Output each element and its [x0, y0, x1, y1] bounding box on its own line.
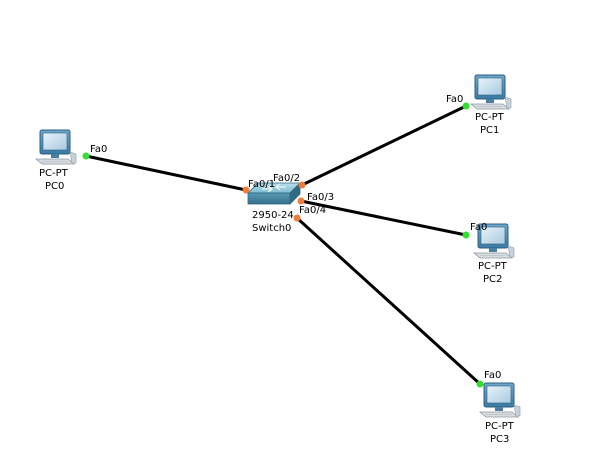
link-pc2-switch0[interactable] — [299, 199, 468, 237]
links — [84, 104, 482, 386]
pc0-model-label: PC-PT — [39, 168, 69, 179]
pc0-icon — [35, 129, 77, 165]
pc1-name-label: PC1 — [480, 125, 499, 136]
pc2-model-label: PC-PT — [478, 261, 508, 272]
pc3-name-label: PC3 — [490, 434, 509, 445]
port-label-switch0-fa0-3: Fa0/3 — [307, 192, 334, 203]
port-label-pc3-fa0: Fa0 — [484, 370, 501, 381]
device-pc2[interactable]: PC-PT PC2 — [473, 223, 515, 285]
device-pc1[interactable]: PC-PT PC1 — [470, 74, 512, 136]
port-status-switch0-fa0-3 — [297, 197, 305, 205]
port-label-pc0-fa0: Fa0 — [90, 144, 107, 155]
pc2-name-label: PC2 — [483, 274, 502, 285]
pc3-icon — [479, 382, 521, 418]
port-label-switch0-fa0-4: Fa0/4 — [299, 205, 326, 216]
port-status-pc3-fa0 — [476, 380, 484, 388]
port-label-switch0-fa0-1: Fa0/1 — [248, 179, 275, 190]
port-label-switch0-fa0-2: Fa0/2 — [273, 173, 300, 184]
port-status-dots — [82, 102, 484, 388]
pc1-model-label: PC-PT — [475, 112, 505, 123]
port-status-switch0-fa0-2 — [298, 181, 306, 189]
link-pc1-switch0[interactable] — [300, 104, 468, 187]
link-pc3-switch0[interactable] — [295, 216, 482, 386]
port-label-pc2-fa0: Fa0 — [470, 222, 487, 233]
pc0-name-label: PC0 — [45, 181, 64, 192]
device-switch0[interactable]: 2950-24 Switch0 — [247, 182, 301, 234]
switch0-model-label: 2950-24 — [252, 210, 294, 221]
port-label-pc1-fa0: Fa0 — [446, 94, 463, 105]
port-status-pc1-fa0 — [462, 102, 470, 110]
pc3-model-label: PC-PT — [485, 421, 515, 432]
port-labels: Fa0 Fa0/1 Fa0 Fa0/2 Fa0 Fa0/3 Fa0 Fa0/4 — [90, 94, 501, 381]
port-status-pc2-fa0 — [462, 231, 470, 239]
device-pc3[interactable]: PC-PT PC3 — [479, 382, 521, 445]
switch0-name-label: Switch0 — [252, 223, 291, 234]
port-status-switch0-fa0-1 — [242, 186, 250, 194]
pc1-icon — [470, 74, 512, 110]
switch-icon — [247, 182, 301, 205]
port-status-switch0-fa0-4 — [293, 214, 301, 222]
device-pc0[interactable]: PC-PT PC0 — [35, 129, 77, 192]
link-pc0-switch0[interactable] — [84, 154, 248, 192]
port-status-pc0-fa0 — [82, 152, 90, 160]
